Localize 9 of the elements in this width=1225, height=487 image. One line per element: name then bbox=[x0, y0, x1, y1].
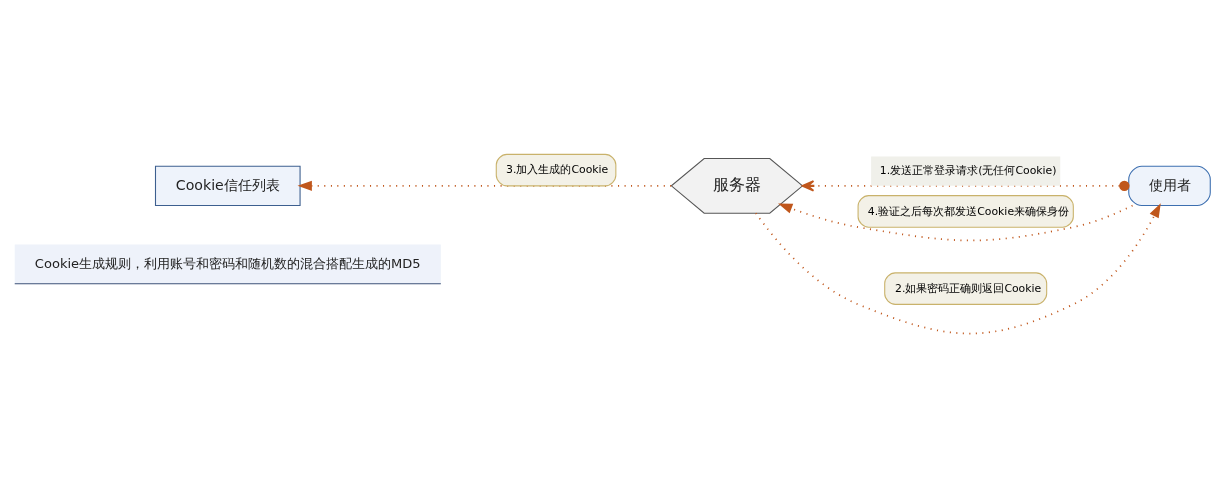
edge-label: 3.加入生成的Cookie bbox=[506, 162, 609, 176]
arrow bbox=[754, 202, 1161, 334]
edge-label: 4.验证之后每次都发送Cookie来确保身份 bbox=[867, 204, 1070, 218]
node-box: Cookie信任列表 bbox=[154, 165, 301, 206]
node-box: 使用者 bbox=[1128, 165, 1211, 206]
edge-label: 2.如果密码正确则返回Cookie bbox=[895, 281, 1042, 295]
arrow bbox=[778, 202, 1134, 241]
edge-label: 1.发送正常登录请求(无任何Cookie) bbox=[879, 163, 1057, 177]
arrow bbox=[801, 179, 1130, 192]
